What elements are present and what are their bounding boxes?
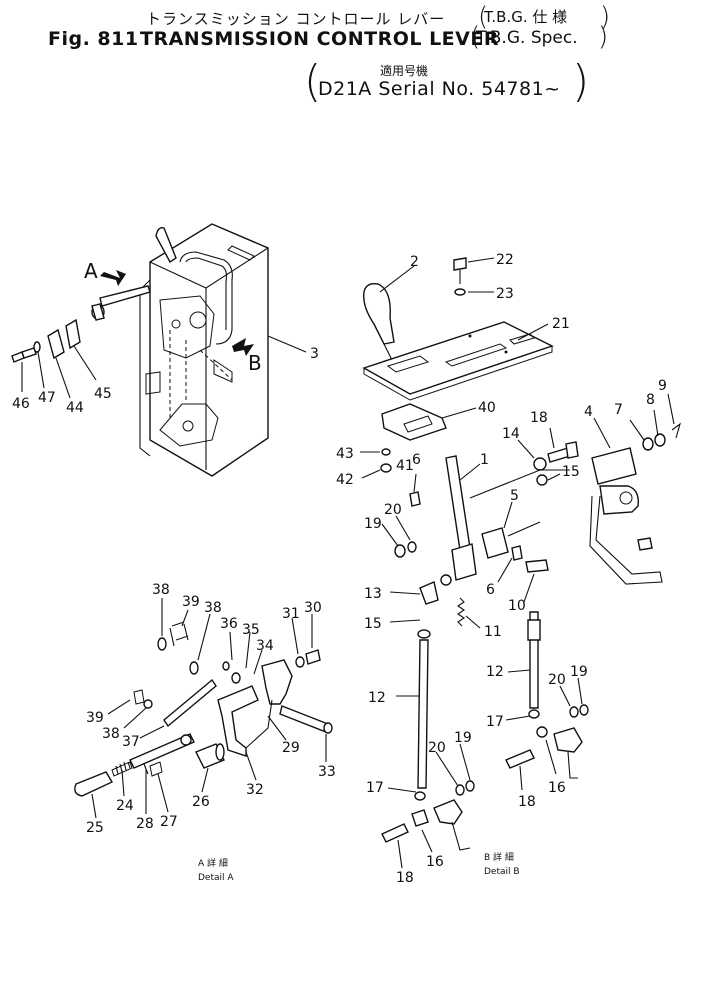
view-arrow-a: A	[84, 259, 126, 286]
callout-6a: 6	[412, 452, 421, 468]
callout-5: 5	[510, 488, 519, 504]
callout-35: 35	[242, 622, 260, 638]
japanese-spec: T.B.G. 仕 様	[484, 8, 568, 26]
serial-close-paren: )	[572, 56, 590, 107]
callout-21: 21	[552, 316, 570, 332]
leaders-detail-b	[387, 669, 583, 869]
callout-36: 36	[220, 616, 238, 632]
callout-14: 14	[502, 426, 520, 442]
callout-11: 11	[484, 624, 502, 640]
english-title: TRANSMISSION CONTROL LEVER	[140, 28, 499, 50]
callout-27: 27	[160, 814, 178, 830]
open-paren: (	[478, 2, 489, 32]
japanese-title: トランスミッション コントロール レバー	[146, 10, 446, 28]
callout-17a: 17	[366, 780, 384, 796]
callout-38c: 38	[102, 726, 120, 742]
callout-42: 42	[336, 472, 354, 488]
callout-18b: 18	[518, 794, 536, 810]
callout-19c: 19	[570, 664, 588, 680]
callout-30: 30	[304, 600, 322, 616]
callout-19b: 19	[454, 730, 472, 746]
callout-20c: 20	[548, 672, 566, 688]
callout-23: 23	[496, 286, 514, 302]
callout-10: 10	[508, 598, 526, 614]
callout-32: 32	[246, 782, 264, 798]
english-spec: T.B.G. Spec.	[476, 28, 578, 48]
console-housing	[91, 223, 269, 477]
detail-b-parts	[381, 611, 589, 851]
serial-number: D21A Serial No. 54781~	[318, 78, 561, 100]
callout-4: 4	[584, 404, 593, 420]
view-label-b: B	[248, 351, 262, 375]
detail-a-parts	[74, 621, 333, 797]
callout-31: 31	[282, 606, 300, 622]
detail-b-label: Detail B	[484, 867, 520, 877]
callout-2: 2	[410, 254, 419, 270]
callout-7: 7	[614, 402, 623, 418]
callout-28: 28	[136, 816, 154, 832]
detail-a-label: Detail A	[198, 873, 234, 883]
close-paren: )	[600, 2, 611, 32]
callout-43: 43	[336, 446, 354, 462]
callout-9: 9	[658, 378, 667, 394]
callout-15a: 15	[562, 464, 580, 480]
callout-39a: 39	[182, 594, 200, 610]
applicable-serial-label: 適用号機	[380, 64, 429, 78]
callout-47: 47	[38, 390, 56, 406]
close-paren-2: )	[598, 22, 609, 52]
callout-44: 44	[66, 400, 84, 416]
callout-29: 29	[282, 740, 300, 756]
leaders-main	[21, 335, 307, 399]
callout-12b: 12	[486, 664, 504, 680]
serial-open-paren: (	[304, 56, 322, 107]
callout-34: 34	[256, 638, 274, 654]
callout-39b: 39	[86, 710, 104, 726]
callout-1: 1	[480, 452, 489, 468]
callout-40: 40	[478, 400, 496, 416]
callout-20a: 20	[384, 502, 402, 518]
callout-13: 13	[364, 586, 382, 602]
callout-12a: 12	[368, 690, 386, 706]
detail-b-jp-label: B 詳 細	[484, 851, 514, 863]
callout-24: 24	[116, 798, 134, 814]
callout-41: 41	[396, 458, 414, 474]
callout-16b: 16	[548, 780, 566, 796]
leaders-detail-a	[91, 598, 327, 819]
callouts-main: 46 47 44 45 3	[12, 346, 319, 416]
callout-6b: 6	[486, 582, 495, 598]
callout-25: 25	[86, 820, 104, 836]
callout-19a: 19	[364, 516, 382, 532]
callouts-detail-b: 12 20 19 17 16 18 12 20 19 17 16 18	[366, 664, 588, 886]
callout-22: 22	[496, 252, 514, 268]
detail-a-jp-label: A 詳 細	[198, 857, 228, 869]
callout-45: 45	[94, 386, 112, 402]
leaders-right-upper	[360, 257, 675, 629]
callout-38a: 38	[152, 582, 170, 598]
callout-18: 18	[530, 410, 548, 426]
callout-20b: 20	[428, 740, 446, 756]
callouts-detail-a: 38 39 38 36 35 34 31 30 39 38 37 24 28 2…	[86, 582, 336, 836]
lever-plate-assembly	[362, 257, 681, 627]
view-arrow-b: B	[232, 338, 262, 375]
callout-37: 37	[122, 734, 140, 750]
callout-38b: 38	[204, 600, 222, 616]
callout-18a: 18	[396, 870, 414, 886]
callout-8: 8	[646, 392, 655, 408]
open-paren-2: (	[470, 22, 481, 52]
figure-number: Fig. 811	[48, 28, 139, 50]
callout-16a: 16	[426, 854, 444, 870]
callouts-right-upper: 2 22 23 21 40 43 41 42 6 1 18 14 15 5 4 …	[336, 252, 667, 640]
callout-46: 46	[12, 396, 30, 412]
bolt-washer-set-left	[11, 318, 81, 363]
callout-17b: 17	[486, 714, 504, 730]
callout-33: 33	[318, 764, 336, 780]
callout-3: 3	[310, 346, 319, 362]
callout-26: 26	[192, 794, 210, 810]
callout-15b: 15	[364, 616, 382, 632]
view-label-a: A	[84, 259, 98, 283]
